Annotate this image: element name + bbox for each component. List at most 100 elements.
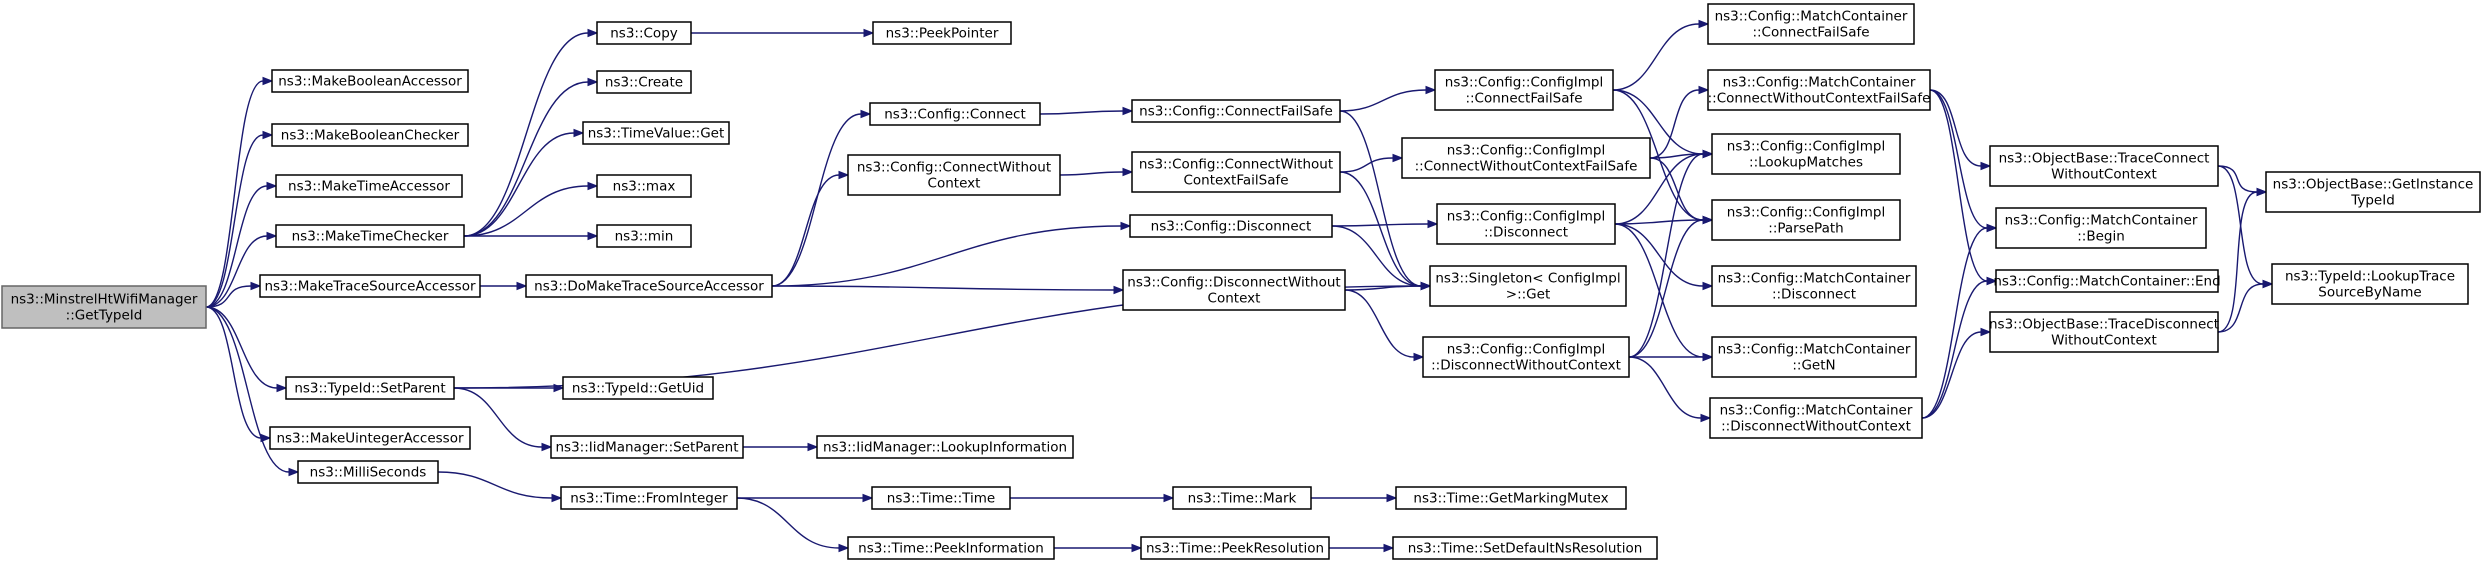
edge-line [1614, 223, 1704, 287]
edge-line [1628, 153, 1704, 358]
node-ob_tcwc[interactable]: ns3::ObjectBase::TraceConnectWithoutCont… [1989, 145, 2219, 187]
node-box [550, 435, 744, 459]
node-tfi[interactable]: ns3::Time::FromInteger [560, 486, 738, 510]
edge-tsp-to-iidsp [453, 387, 553, 452]
edge-line [1331, 223, 1429, 227]
node-mba[interactable]: ns3::MakeBooleanAccessor [271, 69, 469, 93]
node-label: ns3::MakeTimeChecker [292, 229, 449, 245]
edge-arrowhead [860, 109, 872, 119]
edge-line [463, 185, 589, 237]
node-create[interactable]: ns3::Create [596, 70, 692, 94]
node-box [1429, 265, 1627, 307]
node-max[interactable]: ns3::max [596, 174, 692, 198]
node-tvget[interactable]: ns3::TimeValue::Get [582, 121, 730, 145]
node-mc_cfs[interactable]: ns3::Config::MatchContainer::ConnectFail… [1707, 3, 1915, 45]
node-box [562, 376, 714, 400]
edge-arrowhead [1131, 543, 1143, 553]
node-label: ns3::ObjectBase::TraceConnect [1999, 151, 2210, 167]
edge-root-to-mtsa [205, 281, 262, 308]
node-tpi[interactable]: ns3::Time::PeekInformation [847, 536, 1055, 560]
edge-mtc-to-tvget [463, 128, 585, 237]
edge-line [1921, 280, 1988, 419]
node-iidsp[interactable]: ns3::IidManager::SetParent [550, 435, 744, 459]
node-cconnect[interactable]: ns3::Config::Connect [869, 102, 1041, 126]
edge-ci_dwc-to-ci_pp [1628, 215, 1714, 358]
edge-line [463, 132, 575, 237]
edge-line [1039, 110, 1124, 115]
node-tsp[interactable]: ns3::TypeId::SetParent [285, 376, 455, 400]
node-mc_disc[interactable]: ns3::Config::MatchContainer::Disconnect [1711, 265, 1917, 307]
node-mua[interactable]: ns3::MakeUintegerAccessor [269, 426, 471, 450]
edge-arrowhead [250, 281, 262, 291]
node-label: ns3::Time::FromInteger [570, 491, 728, 507]
node-label: ns3::Time::SetDefaultNsResolution [1408, 541, 1643, 557]
node-mc_cwcfs[interactable]: ns3::Config::MatchContainer::ConnectWith… [1707, 69, 1931, 111]
edge-line [1929, 89, 1988, 282]
node-ttime[interactable]: ns3::Time::Time [871, 486, 1011, 510]
node-peekptr[interactable]: ns3::PeekPointer [872, 21, 1012, 45]
node-mta[interactable]: ns3::MakeTimeAccessor [275, 174, 463, 198]
node-ci_lm[interactable]: ns3::Config::ConfigImpl::LookupMatches [1711, 133, 1901, 175]
edge-ob_tdwc-to-tid_lts [2217, 279, 2274, 333]
edge-line [1929, 89, 1988, 229]
node-box [271, 123, 469, 147]
node-ccwcfs[interactable]: ns3::Config::ConnectWithoutContextFailSa… [1131, 151, 1341, 193]
node-tmark[interactable]: ns3::Time::Mark [1172, 486, 1312, 510]
node-box [582, 121, 730, 145]
edge-arrowhead [1980, 161, 1992, 171]
node-label: Context [928, 176, 981, 192]
node-ci_cwcfs[interactable]: ns3::Config::ConfigImpl::ConnectWithoutC… [1401, 137, 1651, 179]
edge-line [2217, 283, 2264, 333]
node-label: ns3::Config::ConfigImpl [1447, 143, 1605, 159]
node-ccfs[interactable]: ns3::Config::ConnectFailSafe [1131, 99, 1341, 123]
node-mc_dwc[interactable]: ns3::Config::MatchContainer::DisconnectW… [1709, 397, 1923, 439]
edge-iidsp-to-iidlookup [743, 442, 819, 452]
edge-line [1612, 89, 1704, 221]
node-box [297, 460, 439, 484]
node-cdisc[interactable]: ns3::Config::Disconnect [1129, 214, 1333, 238]
node-ci_disc[interactable]: ns3::Config::ConfigImpl::Disconnect [1436, 203, 1616, 245]
node-mc_end[interactable]: ns3::Config::MatchContainer::End [1993, 269, 2221, 293]
node-tpr[interactable]: ns3::Time::PeekResolution [1140, 536, 1330, 560]
node-label: ns3::MakeTraceSourceAccessor [264, 279, 475, 295]
node-tgmm[interactable]: ns3::Time::GetMarkingMutex [1395, 486, 1627, 510]
edge-arrowhead [1702, 281, 1714, 291]
edge-arrowhead [1113, 285, 1125, 295]
node-mtsa[interactable]: ns3::MakeTraceSourceAccessor [259, 274, 481, 298]
node-ccwc[interactable]: ns3::Config::ConnectWithoutContext [847, 154, 1061, 196]
node-ci_pp[interactable]: ns3::Config::ConfigImpl::ParsePath [1711, 199, 1901, 241]
node-ci_dwc[interactable]: ns3::Config::ConfigImpl::DisconnectWitho… [1422, 336, 1630, 378]
node-tsdnr[interactable]: ns3::Time::SetDefaultNsResolution [1392, 536, 1658, 560]
edge-arrowhead [838, 170, 850, 180]
edge-arrowhead [1700, 413, 1712, 423]
node-singleton[interactable]: ns3::Singleton< ConfigImpl >::Get [1429, 265, 1627, 307]
node-root[interactable]: ns3::MinstrelHtWifiManager::GetTypeId [1, 285, 207, 329]
node-label: ns3::TypeId::LookupTrace [2285, 269, 2455, 285]
node-mc_getn[interactable]: ns3::Config::MatchContainer::GetN [1711, 336, 1917, 378]
node-label: ns3::MakeTimeAccessor [288, 179, 450, 195]
node-label: ns3::DoMakeTraceSourceAccessor [534, 279, 764, 295]
node-getuid[interactable]: ns3::TypeId::GetUid [562, 376, 714, 400]
node-copy[interactable]: ns3::Copy [596, 21, 692, 45]
edge-line [205, 80, 264, 308]
node-cdwc[interactable]: ns3::Config::DisconnectWithoutContext [1122, 269, 1346, 311]
node-ms[interactable]: ns3::MilliSeconds [297, 460, 439, 484]
node-label: ns3::ObjectBase::TraceDisconnect [1989, 317, 2219, 333]
edge-ms-to-tfi [437, 471, 563, 503]
node-min[interactable]: ns3::min [596, 224, 692, 248]
node-label: ns3::Time::GetMarkingMutex [1413, 491, 1608, 507]
edge-ob_tcwc-to-tid_lts [2217, 165, 2274, 289]
edge-arrowhead [541, 442, 553, 452]
node-mc_begin[interactable]: ns3::Config::MatchContainer::Begin [1995, 207, 2207, 249]
node-mtc[interactable]: ns3::MakeTimeChecker [275, 224, 465, 248]
node-ob_tdwc[interactable]: ns3::ObjectBase::TraceDisconnectWithoutC… [1989, 311, 2219, 353]
node-label: ns3::Singleton< ConfigImpl [1435, 271, 1620, 287]
node-ci_cfs[interactable]: ns3::Config::ConfigImpl::ConnectFailSafe [1434, 69, 1614, 111]
node-label: ns3::Time::PeekInformation [858, 541, 1044, 557]
node-dmtsa[interactable]: ns3::DoMakeTraceSourceAccessor [525, 274, 773, 298]
node-label: ::DisconnectWithoutContext [1721, 419, 1911, 435]
node-mbc[interactable]: ns3::MakeBooleanChecker [271, 123, 469, 147]
node-iidlookup[interactable]: ns3::IidManager::LookupInformation [816, 435, 1074, 459]
